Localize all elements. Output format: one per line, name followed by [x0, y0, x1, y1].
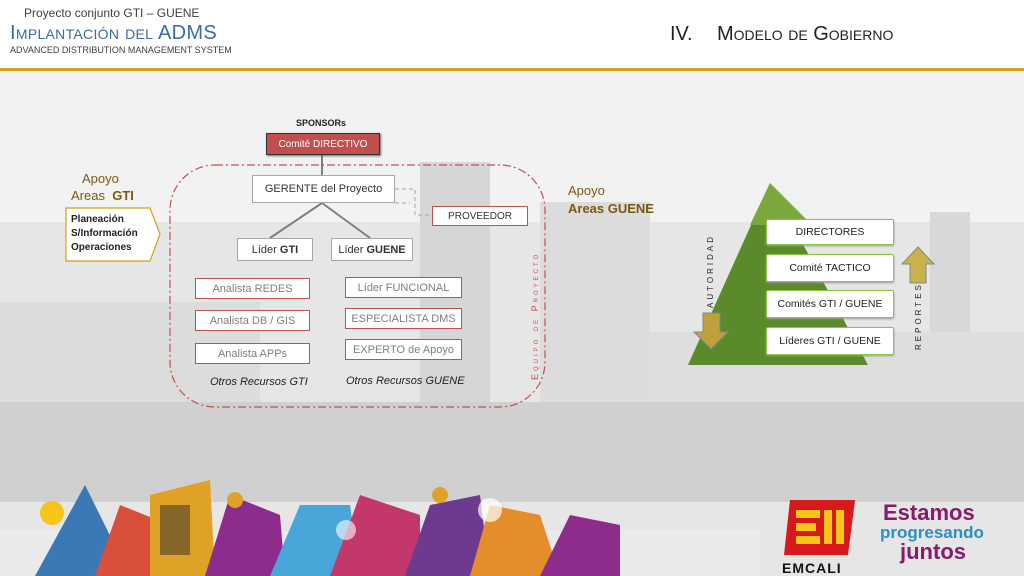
lider-guene-prefix: Líder	[338, 243, 367, 256]
apoyo-gti-list: Planeación S/Información Operaciones	[71, 213, 138, 255]
slogan-line2: progresando	[880, 523, 984, 542]
project-name: Proyecto conjunto GTI – GUENE	[24, 6, 200, 20]
header-divider	[0, 68, 1024, 71]
sponsors-label: SPONSORs	[296, 118, 347, 128]
pyramid-level-lideres: Líderes GTI / GUENE	[766, 327, 894, 355]
people-illustration	[0, 480, 760, 576]
emcali-logo-text: EMCALI	[782, 560, 842, 576]
gti-item-analista-db-gis: Analista DB / GIS	[195, 310, 310, 331]
comite-directivo-box: Comité DIRECTIVO	[266, 133, 380, 155]
apoyo-gti-item: Operaciones	[71, 242, 132, 253]
apoyo-gti-bold: GTI	[112, 188, 134, 203]
pyramid-level-comites: Comités GTI / GUENE	[766, 290, 894, 318]
slogan-line3: juntos	[900, 539, 966, 564]
lider-gti-box: Líder GTI	[237, 238, 313, 261]
emcali-logo-icon	[784, 500, 855, 555]
apoyo-gti-item: Planeación	[71, 214, 124, 225]
slide-subtitle: ADVANCED DISTRIBUTION MANAGEMENT SYSTEM	[10, 45, 232, 55]
guene-item-experto-apoyo: EXPERTO de Apoyo	[345, 339, 462, 360]
lider-guene-box: Líder GUENE	[331, 238, 413, 261]
gerente-box: GERENTE del Proyecto	[252, 175, 395, 203]
lider-gti-prefix: Líder	[251, 243, 280, 256]
lider-gti-bold: GTI	[279, 243, 299, 256]
gti-item-analista-apps: Analista APPs	[195, 343, 310, 364]
slide-title: Implantación del ADMS	[10, 22, 217, 44]
slide-header	[0, 0, 1024, 70]
apoyo-gti-item: S/Información	[71, 228, 138, 239]
otros-recursos-gti: Otros Recursos GTI	[210, 376, 308, 388]
apoyo-gti-areas: Areas	[71, 188, 113, 203]
apoyo-gti-line1: Apoyo	[82, 171, 119, 186]
equipo-proyecto-label: Equipo de Proyecto	[530, 251, 540, 380]
apoyo-guene-line2: Areas GUENE	[568, 201, 654, 216]
apoyo-guene-line1: Apoyo	[568, 183, 605, 198]
pyramid-level-comite-tactico: Comité TACTICO	[766, 254, 894, 282]
apoyo-gti-line2: Areas GTI	[71, 188, 134, 203]
section-number: IV.	[670, 23, 693, 45]
proveedor-box: PROVEEDOR	[432, 206, 528, 226]
otros-recursos-guene: Otros Recursos GUENE	[346, 375, 465, 387]
lider-guene-bold: GUENE	[366, 243, 406, 256]
slogan-line1: Estamos	[883, 500, 975, 525]
gti-item-analista-redes: Analista REDES	[195, 278, 310, 299]
autoridad-label: AUTORIDAD	[706, 234, 715, 308]
guene-item-lider-funcional: Líder FUNCIONAL	[345, 277, 462, 298]
section-title: Modelo de Gobierno	[717, 23, 894, 45]
guene-item-especialista-dms: ESPECIALISTA DMS	[345, 308, 462, 329]
reportes-label: REPORTES	[914, 282, 923, 350]
pyramid-level-directores: DIRECTORES	[766, 219, 894, 245]
